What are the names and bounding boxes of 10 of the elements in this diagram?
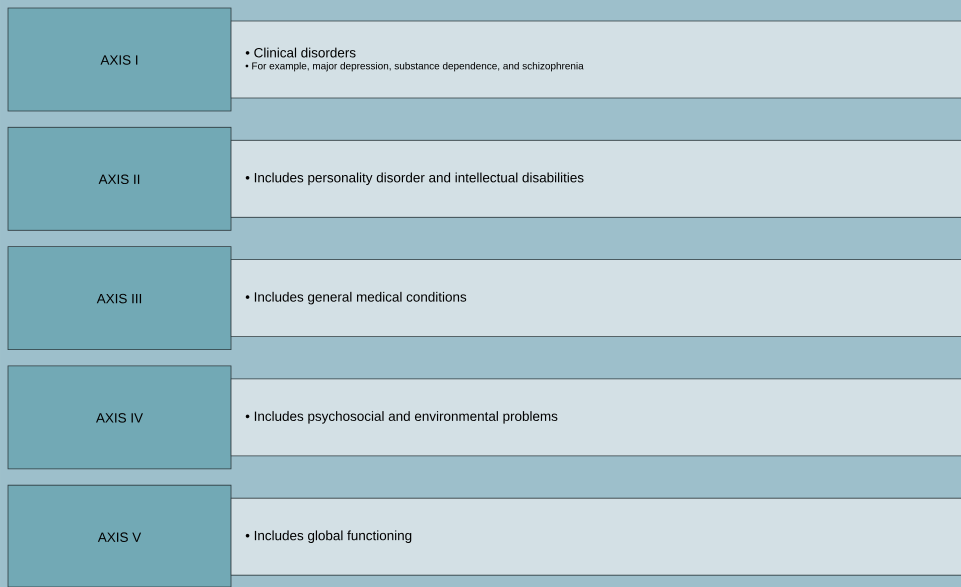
axis-box: AXIS IV xyxy=(8,366,232,470)
axis-box: AXIS V xyxy=(8,484,232,587)
description-box: • Clinical disorders • For example, major depression, substance dependence, and schizophrenia xyxy=(230,20,961,98)
axis-box: AXIS III xyxy=(8,246,232,350)
axis-box: AXIS II xyxy=(8,126,232,231)
axis-box: AXIS I xyxy=(8,8,232,112)
description-box: • Includes general medical conditions xyxy=(230,259,961,337)
description-box: • Includes global functioning xyxy=(230,498,961,576)
description-box: • Includes psychosocial and environmental problems xyxy=(230,378,961,456)
description-box: • Includes personality disorder and intellectual disabilities xyxy=(230,140,961,218)
